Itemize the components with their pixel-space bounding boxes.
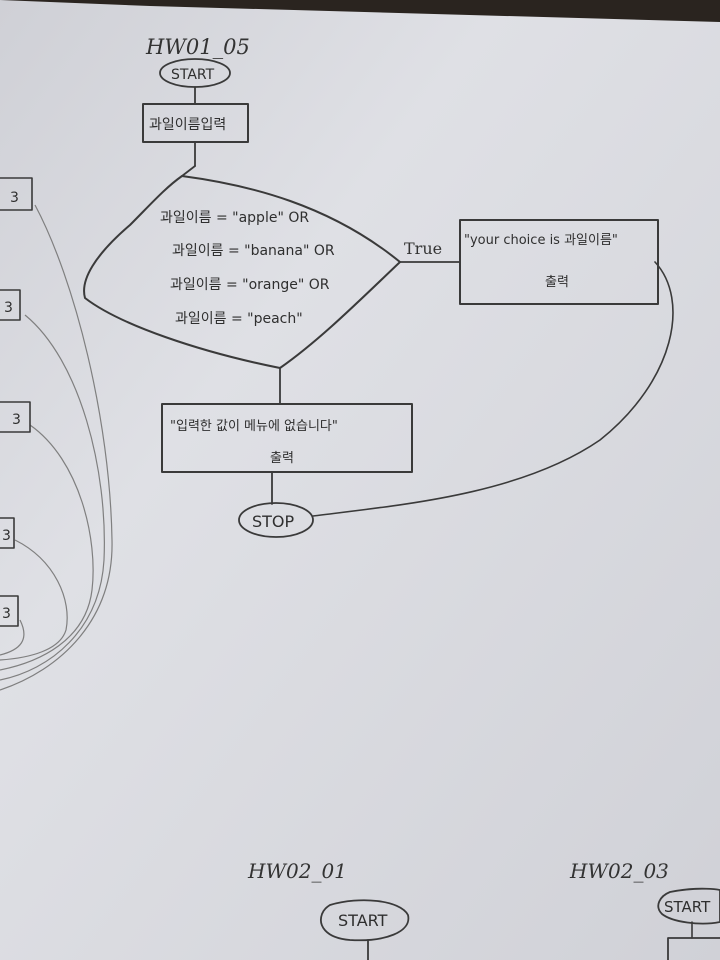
left-edge-box: 3: [0, 289, 21, 321]
left-edge-box: 3: [0, 401, 31, 433]
false-output-line: "입력한 값이 메뉴에 없습니다": [170, 419, 338, 434]
hw02-01-start-terminal: START: [320, 899, 410, 942]
page-title: HW01_05: [145, 35, 250, 59]
left-edge-box-label: 3: [12, 412, 21, 428]
true-output-line: 출력: [545, 275, 569, 290]
start-label: START: [171, 67, 215, 83]
false-output-box: "입력한 값이 메뉴에 없습니다" 출력: [161, 403, 413, 473]
left-edge-box-label: 3: [2, 606, 11, 622]
left-edge-box: 3: [0, 177, 33, 211]
true-output-line: "your choice is 과일이름": [464, 233, 618, 248]
left-edge-box: 3: [0, 595, 19, 627]
false-output-line: 출력: [270, 451, 294, 466]
left-edge-boxes: 3 3 3 3 3: [0, 177, 33, 627]
true-label: True: [404, 239, 442, 258]
left-edge-box-label: 3: [2, 528, 11, 544]
hw02-03-title: HW02_03: [569, 859, 669, 883]
condition-line: 과일이름 = "peach": [175, 311, 303, 327]
pencil-connectors: [0, 204, 113, 691]
decision-diamond: 과일이름 = "apple" OR 과일이름 = "banana" OR 과일이…: [83, 175, 401, 369]
hw02-01-title: HW02_01: [247, 859, 347, 883]
connector-line: [181, 165, 196, 177]
condition-line: 과일이름 = "banana" OR: [172, 243, 335, 259]
stop-terminal: STOP: [238, 502, 314, 538]
left-edge-box: 3: [0, 517, 15, 549]
hw02-03-partial-box: [667, 937, 720, 960]
condition-line: 과일이름 = "orange" OR: [170, 277, 330, 293]
input-box-label: 과일이름입력: [149, 117, 226, 133]
condition-line: 과일이름 = "apple" OR: [160, 210, 309, 226]
left-edge-box-label: 3: [4, 300, 13, 316]
true-output-box: "your choice is 과일이름" 출력: [459, 219, 659, 305]
hw02-03-start-label: START: [664, 898, 711, 916]
true-return-connector: [312, 261, 674, 517]
left-edge-box-label: 3: [10, 190, 19, 206]
stop-label: STOP: [252, 512, 295, 531]
hw02-01-start-label: START: [338, 911, 388, 930]
